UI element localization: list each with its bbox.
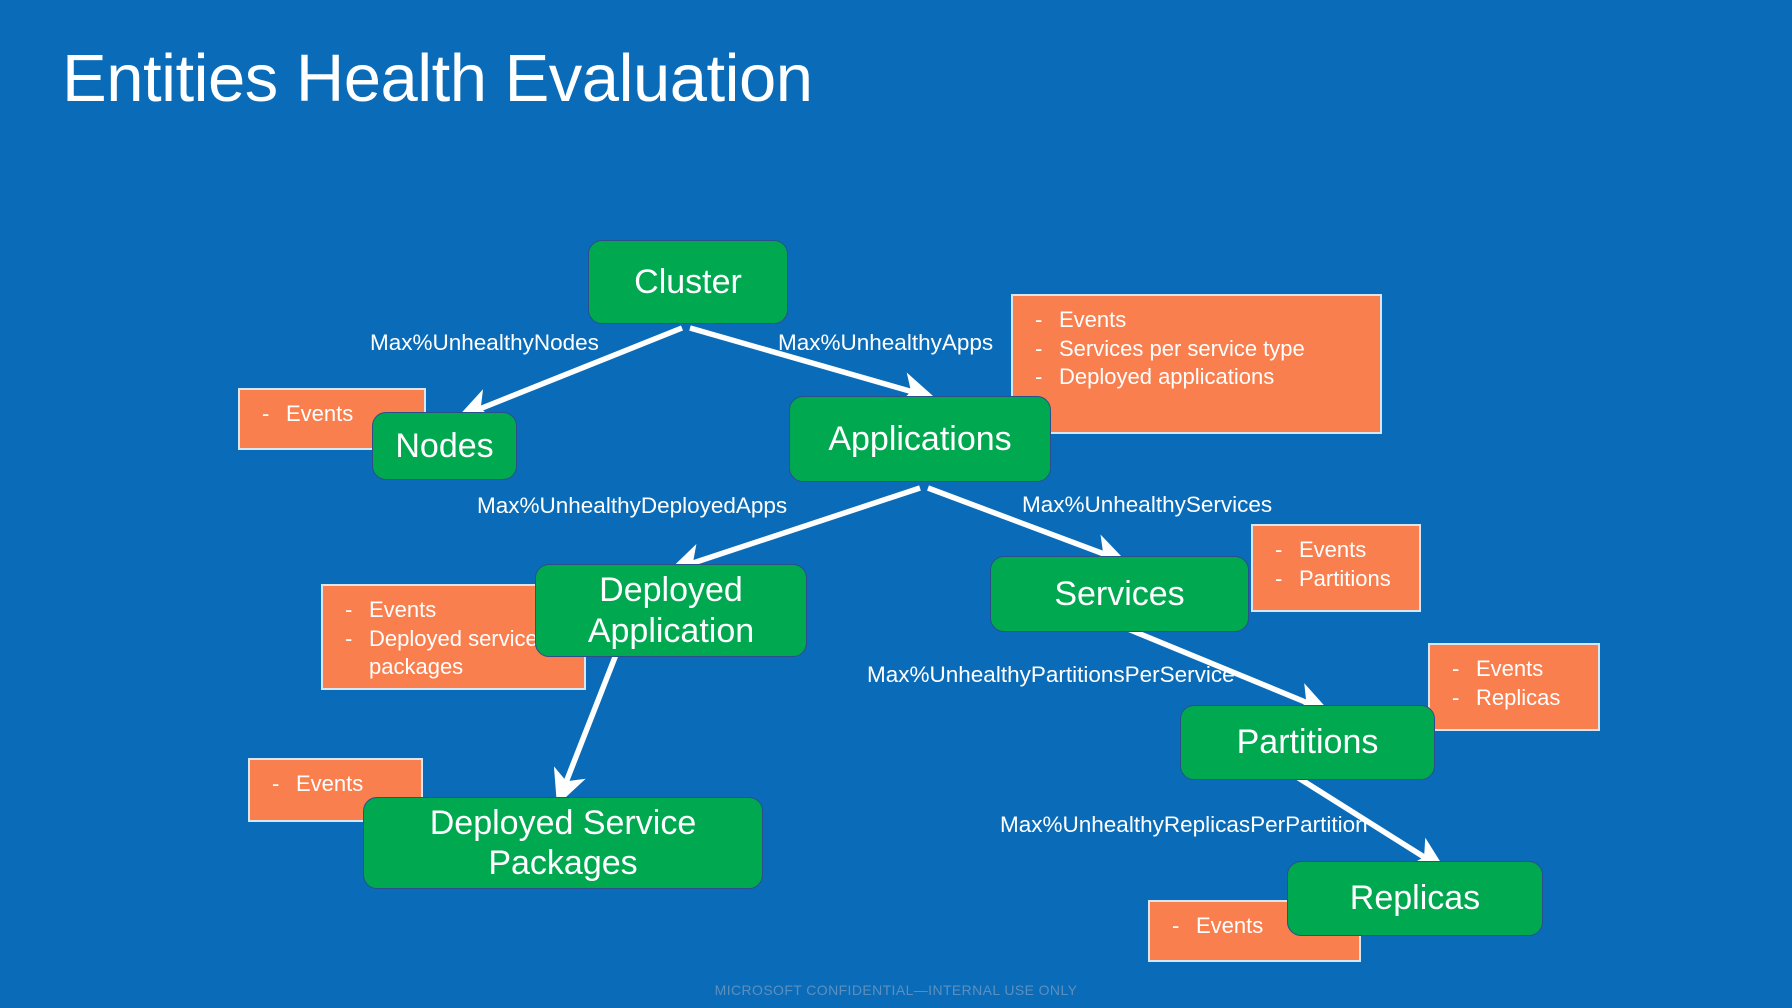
edge-label-max-unhealthy-nodes: Max%UnhealthyNodes — [370, 330, 599, 355]
entity-deployed-service-packages[interactable]: Deployed Service Packages — [363, 797, 763, 889]
callout-item: Events — [250, 770, 421, 799]
entity-label: Applications — [828, 419, 1012, 458]
callout-services: Events Partitions — [1251, 524, 1421, 612]
callout-partitions: Events Replicas — [1428, 643, 1600, 731]
callout-item: Services per service type — [1013, 335, 1380, 364]
callout-item: Events — [1253, 536, 1419, 565]
edge-label-max-unhealthy-deployed-apps: Max%UnhealthyDeployedApps — [477, 493, 788, 518]
entity-label: Replicas — [1349, 879, 1481, 918]
edge-label-max-unhealthy-apps: Max%UnhealthyApps — [778, 330, 994, 355]
entity-label: Services — [1054, 574, 1185, 613]
edge-label-max-unhealthy-services: Max%UnhealthyServices — [1022, 492, 1273, 517]
callout-item: Events — [1430, 655, 1598, 684]
entity-label: Partitions — [1236, 723, 1379, 762]
edge-label-max-unhealthy-partitions-per-service: Max%UnhealthyPartitionsPerService — [867, 662, 1235, 687]
entity-nodes[interactable]: Nodes — [372, 412, 517, 480]
entity-label: Nodes — [395, 426, 494, 465]
entity-label: Deployed Service Packages — [429, 803, 697, 882]
entity-partitions[interactable]: Partitions — [1180, 705, 1435, 780]
edge-label-max-unhealthy-replicas-per-partition: Max%UnhealthyReplicasPerPartition — [1000, 812, 1368, 837]
entity-label: Cluster — [634, 262, 742, 301]
slide-footer: MICROSOFT CONFIDENTIAL—INTERNAL USE ONLY — [714, 982, 1078, 998]
callout-item: Deployed service packages — [323, 625, 549, 682]
callout-item: Replicas — [1430, 684, 1598, 713]
callout-item: Partitions — [1253, 565, 1419, 594]
callout-item: Deployed applications — [1013, 363, 1380, 392]
callout-item: Events — [1150, 912, 1359, 941]
entity-services[interactable]: Services — [990, 556, 1249, 632]
callout-item: Events — [240, 400, 424, 429]
page-title: Entities Health Evaluation — [62, 41, 813, 116]
entity-replicas[interactable]: Replicas — [1287, 861, 1543, 936]
entity-deployed-application[interactable]: Deployed Application — [535, 564, 807, 657]
callout-item: Events — [323, 596, 584, 625]
callout-applications: Events Services per service type Deploye… — [1011, 294, 1382, 434]
entity-applications[interactable]: Applications — [789, 396, 1051, 482]
entity-label: Deployed Application — [587, 571, 755, 650]
entity-cluster[interactable]: Cluster — [588, 240, 788, 324]
callout-item: Events — [1013, 306, 1380, 335]
